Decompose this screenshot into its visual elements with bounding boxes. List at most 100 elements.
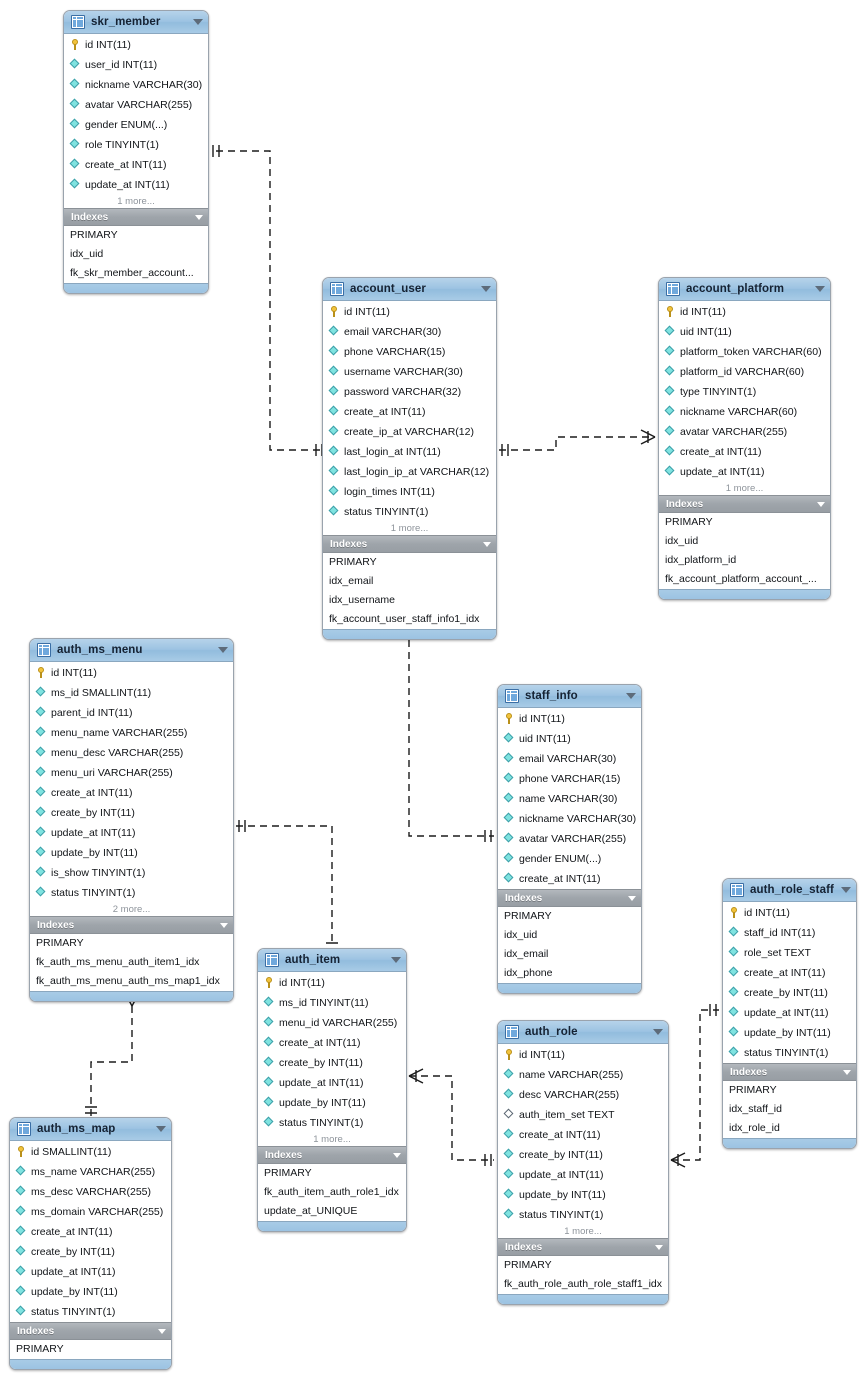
column-row[interactable]: gender ENUM(...)	[64, 115, 208, 135]
column-row[interactable]: status TINYINT(1)	[498, 1205, 668, 1225]
column-row[interactable]: is_show TINYINT(1)	[30, 863, 233, 883]
indexes-header[interactable]: Indexes	[498, 1238, 668, 1256]
index-row[interactable]: fk_auth_role_auth_role_staff1_idx	[504, 1278, 663, 1290]
index-row[interactable]: PRIMARY	[70, 229, 118, 241]
column-row[interactable]: update_by INT(11)	[498, 1185, 668, 1205]
index-row[interactable]: idx_username	[329, 594, 395, 606]
column-row[interactable]: create_at INT(11)	[498, 1125, 668, 1145]
column-row[interactable]: uid INT(11)	[498, 729, 641, 749]
column-row[interactable]: ms_domain VARCHAR(255)	[10, 1202, 171, 1222]
column-row[interactable]: create_at INT(11)	[30, 783, 233, 803]
column-row[interactable]: ms_id SMALLINT(11)	[30, 683, 233, 703]
index-row[interactable]: idx_staff_id	[729, 1103, 782, 1115]
indexes-header[interactable]: Indexes	[723, 1063, 856, 1081]
column-row[interactable]: create_at INT(11)	[258, 1033, 406, 1053]
table-header-skr_member[interactable]: skr_member	[64, 11, 208, 34]
column-row[interactable]: auth_item_set TEXT	[498, 1105, 668, 1125]
column-row[interactable]: phone VARCHAR(15)	[498, 769, 641, 789]
more-columns-label[interactable]: 1 more...	[323, 522, 496, 535]
column-row[interactable]: platform_id VARCHAR(60)	[659, 362, 830, 382]
column-row[interactable]: menu_uri VARCHAR(255)	[30, 763, 233, 783]
column-row[interactable]: uid INT(11)	[659, 322, 830, 342]
index-row[interactable]: PRIMARY	[16, 1343, 64, 1355]
index-row[interactable]: PRIMARY	[504, 910, 552, 922]
table-header-auth_ms_map[interactable]: auth_ms_map	[10, 1118, 171, 1141]
index-row[interactable]: idx_phone	[504, 967, 553, 979]
column-row[interactable]: update_by INT(11)	[10, 1282, 171, 1302]
column-row[interactable]: update_by INT(11)	[258, 1093, 406, 1113]
collapse-caret-icon[interactable]	[193, 19, 203, 25]
column-row[interactable]: password VARCHAR(32)	[323, 382, 496, 402]
index-row[interactable]: fk_auth_item_auth_role1_idx	[264, 1186, 399, 1198]
index-row[interactable]: PRIMARY	[729, 1084, 777, 1096]
table-header-account_user[interactable]: account_user	[323, 278, 496, 301]
column-row[interactable]: create_at INT(11)	[10, 1222, 171, 1242]
column-row[interactable]: create_at INT(11)	[659, 442, 830, 462]
column-row[interactable]: update_at INT(11)	[723, 1003, 856, 1023]
column-row[interactable]: create_by INT(11)	[723, 983, 856, 1003]
column-row[interactable]: login_times INT(11)	[323, 482, 496, 502]
column-row[interactable]: parent_id INT(11)	[30, 703, 233, 723]
indexes-collapse-caret-icon[interactable]	[483, 541, 491, 547]
column-row[interactable]: ms_desc VARCHAR(255)	[10, 1182, 171, 1202]
index-row[interactable]: idx_uid	[70, 248, 104, 260]
column-row[interactable]: update_at INT(11)	[30, 823, 233, 843]
more-columns-label[interactable]: 1 more...	[258, 1133, 406, 1146]
index-row[interactable]: update_at_UNIQUE	[264, 1205, 358, 1217]
column-row[interactable]: desc VARCHAR(255)	[498, 1085, 668, 1105]
index-row[interactable]: fk_auth_ms_menu_auth_item1_idx	[36, 956, 200, 968]
indexes-header[interactable]: Indexes	[30, 916, 233, 934]
column-row[interactable]: menu_desc VARCHAR(255)	[30, 743, 233, 763]
indexes-collapse-caret-icon[interactable]	[817, 501, 825, 507]
indexes-collapse-caret-icon[interactable]	[195, 214, 203, 220]
collapse-caret-icon[interactable]	[391, 957, 401, 963]
column-row[interactable]: nickname VARCHAR(60)	[659, 402, 830, 422]
collapse-caret-icon[interactable]	[841, 887, 851, 893]
column-row[interactable]: status TINYINT(1)	[10, 1302, 171, 1322]
indexes-header[interactable]: Indexes	[64, 208, 208, 226]
more-columns-label[interactable]: 2 more...	[30, 903, 233, 916]
column-row[interactable]: last_login_at INT(11)	[323, 442, 496, 462]
column-row[interactable]: id INT(11)	[64, 35, 208, 55]
column-row[interactable]: id INT(11)	[258, 973, 406, 993]
column-row[interactable]: create_by INT(11)	[498, 1145, 668, 1165]
more-columns-label[interactable]: 1 more...	[659, 482, 830, 495]
column-row[interactable]: id INT(11)	[30, 663, 233, 683]
collapse-caret-icon[interactable]	[156, 1126, 166, 1132]
index-row[interactable]: idx_uid	[665, 535, 699, 547]
column-row[interactable]: id SMALLINT(11)	[10, 1142, 171, 1162]
column-row[interactable]: create_by INT(11)	[30, 803, 233, 823]
indexes-header[interactable]: Indexes	[10, 1322, 171, 1340]
indexes-header[interactable]: Indexes	[258, 1146, 406, 1164]
column-row[interactable]: status TINYINT(1)	[323, 502, 496, 522]
indexes-header[interactable]: Indexes	[498, 889, 641, 907]
index-row[interactable]: PRIMARY	[264, 1167, 312, 1179]
collapse-caret-icon[interactable]	[653, 1029, 663, 1035]
column-row[interactable]: create_at INT(11)	[723, 963, 856, 983]
indexes-collapse-caret-icon[interactable]	[158, 1328, 166, 1334]
index-row[interactable]: idx_platform_id	[665, 554, 737, 566]
indexes-collapse-caret-icon[interactable]	[393, 1152, 401, 1158]
column-row[interactable]: update_at INT(11)	[498, 1165, 668, 1185]
column-row[interactable]: id INT(11)	[723, 903, 856, 923]
index-row[interactable]: idx_uid	[504, 929, 538, 941]
index-row[interactable]: PRIMARY	[329, 556, 377, 568]
column-row[interactable]: id INT(11)	[659, 302, 830, 322]
column-row[interactable]: update_at INT(11)	[659, 462, 830, 482]
column-row[interactable]: nickname VARCHAR(30)	[64, 75, 208, 95]
column-row[interactable]: email VARCHAR(30)	[323, 322, 496, 342]
indexes-header[interactable]: Indexes	[659, 495, 830, 513]
index-row[interactable]: idx_email	[329, 575, 374, 587]
indexes-collapse-caret-icon[interactable]	[628, 895, 636, 901]
column-row[interactable]: avatar VARCHAR(255)	[498, 829, 641, 849]
more-columns-label[interactable]: 1 more...	[498, 1225, 668, 1238]
column-row[interactable]: avatar VARCHAR(255)	[659, 422, 830, 442]
column-row[interactable]: user_id INT(11)	[64, 55, 208, 75]
column-row[interactable]: id INT(11)	[498, 709, 641, 729]
column-row[interactable]: status TINYINT(1)	[258, 1113, 406, 1133]
